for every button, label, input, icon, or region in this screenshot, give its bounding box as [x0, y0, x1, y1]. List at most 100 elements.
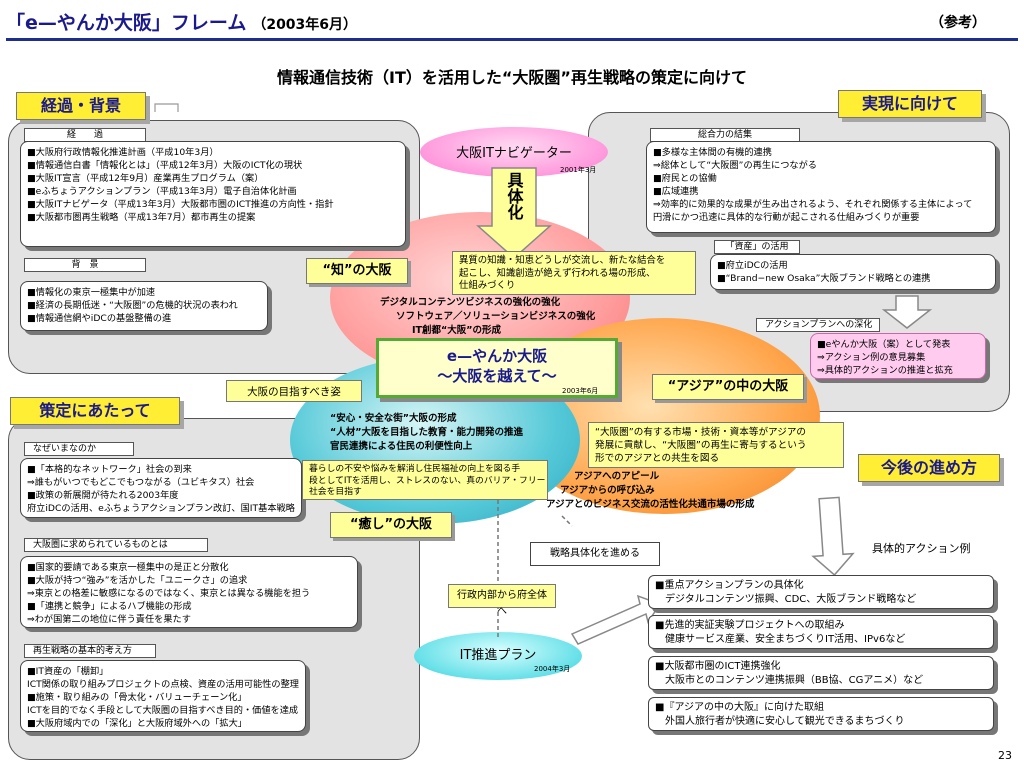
deepen-arrow [881, 295, 933, 329]
why-item: ■「本格的なネットワーク」社会の到来 [27, 464, 192, 475]
deepen-card: ■eやんか大阪（案）として発表 ⇒アクション例の意見募集 ⇒具体的アクションの推… [810, 333, 986, 379]
principles-card: ■IT資産の「棚卸」 ICT関係の取り組みプロジェクトの点検、資産の活用可能性の… [20, 660, 306, 732]
action-item: ■重点アクションプランの具体化 デジタルコンテンツ振興、CDC、大阪ブランド戦略… [648, 575, 994, 609]
asia-desc-line: 形でのアジアとの共生を図る [595, 453, 720, 464]
action-line1: ■先進的実証実験プロジェクトへの取組み [655, 620, 845, 631]
core-box: e—やんか大阪 ～大阪を越えて～ [376, 338, 618, 398]
knowledge-label: “知”の大阪 [306, 258, 408, 284]
synergy-item: 円滑にかつ迅速に具体的な行動が起こされる仕組みづくりが重要 [653, 212, 920, 223]
synergy-item: ⇒総体として“大阪圏”の再生につながる [653, 160, 817, 171]
healing-desc: 暮らしの不安や悩みを解消し住民福祉の向上を図る手 段としてITを活用し、ストレス… [302, 460, 548, 500]
synergy-item: ⇒効率的に効果的な成果が生み出されるよう、それぞれ関係する主体によって [653, 199, 973, 210]
core-date: 2003年6月 [562, 387, 599, 395]
healing-desc-line: 暮らしの不安や悩みを解消し住民福祉の向上を図る手 [309, 464, 521, 474]
itplan-title: IT推進プラン [459, 648, 537, 663]
page-subtitle: 情報通信技術（IT）を活用した“大阪圏”再生戦略の策定に向けて [277, 68, 747, 87]
embody-label: 具体化 [496, 172, 532, 224]
action-line1: ■大阪都市圏のICT連携強化 [655, 661, 781, 672]
action-line2: 健康サービス産業、安全まちづくりIT活用、IPv6など [665, 634, 906, 645]
history-item: ■大阪都市圏再生戦略（平成13年7月）都市再生の提案 [27, 212, 256, 223]
history-item: ■大阪IT宣言（平成12年9月）産業再生プログラム（案） [27, 173, 264, 184]
page-date: （2003年6月） [252, 17, 358, 33]
reference-label: （参考） [930, 15, 986, 31]
knowledge-point: ソフトウェア／ソリューションビジネスの強化 [396, 311, 596, 322]
action-line1: ■『アジアの中の大阪』に向けた取組 [655, 702, 825, 713]
history-item: ■eふちょうアクションプラン（平成13年3月）電子自治体化計画 [27, 186, 297, 197]
synergy-item: ■府民との協働 [653, 173, 717, 184]
action-line2: 外国人旅行者が快適に安心して観光できるまちづくり [665, 716, 905, 727]
tag-formulation: 策定にあたって [10, 397, 180, 425]
itplan-ellipse [414, 632, 582, 680]
why-item: 府立iDCの活用、eふちょうアクションプラン改訂、国IT基本戦略改訂 [27, 503, 295, 514]
tag-next-steps: 今後の進め方 [858, 454, 1000, 482]
dashed-connector-2 [561, 515, 573, 527]
page-number: 23 [998, 749, 1012, 762]
page-title: 「e—やんか大阪」フレーム（2003年6月） [6, 12, 358, 34]
deepen-item: ⇒アクション例の意見募集 [817, 352, 926, 363]
asset-item: ■“Brand−new Osaka”大阪ブランド戦略との連携 [717, 273, 931, 284]
demands-card: ■国家的要請である東京一極集中の是正と分散化 ■大阪が持つ“強み”を活かした「ユ… [20, 556, 358, 628]
synergy-label: 総合力の結集 [650, 128, 800, 142]
asset-item: ■府立iDCの活用 [717, 260, 788, 271]
why-now-card: ■「本格的なネットワーク」社会の到来 ⇒誰もがいつでもどこでもつながる（ユビキタ… [20, 458, 302, 518]
principle-item: ■施策・取り組みの「骨太化・バリューチェーン化」 [27, 692, 247, 703]
bottom-arrow [811, 496, 855, 576]
healing-point: 官民連携による住民の利便性向上 [330, 441, 473, 452]
why-item: ⇒誰もがいつでもどこでもつながる（ユビキタス）社会 [27, 477, 255, 488]
background-label: 背 景 [24, 258, 146, 272]
demand-item: ■「連携と競争」によるハブ機能の形成 [27, 601, 192, 612]
background-item: ■情報化の東京一極集中が加速 [27, 287, 156, 298]
itplan-date: 2004年3月 [534, 665, 571, 673]
history-item: ■情報通信白書「情報化とは」（平成12年3月）大阪のICT化の現状 [27, 160, 303, 171]
strategy-box: 戦略具体化を進める [530, 542, 660, 566]
principle-item: ICTを目的でなく手段として大阪圏の目指すべき目的・価値を達成 [27, 705, 299, 716]
itplan-arrow [570, 594, 662, 645]
assets-card: ■府立iDCの活用 ■“Brand−new Osaka”大阪ブランド戦略との連携 [710, 254, 996, 290]
synergy-item: ■広域連携 [653, 186, 699, 197]
navigator-date: 2001年3月 [560, 166, 597, 174]
healing-desc-line: 段としてITを活用し、ストレスのない、真のバリア・フリー [309, 475, 546, 486]
history-item: ■大阪府行政情報化推進計画（平成10年3月） [27, 147, 219, 158]
history-label: 経 過 [24, 128, 146, 142]
action-line2: デジタルコンテンツ振興、CDC、大阪ブランド戦略など [665, 594, 917, 605]
synergy-card: ■多様な主体間の有機的連携 ⇒総体として“大阪圏”の再生につながる ■府民との協… [646, 141, 996, 233]
action-line2: 大阪市とのコンテンツ連携振興（BB協、CGアニメ）など [665, 675, 924, 686]
history-card: ■大阪府行政情報化推進計画（平成10年3月） ■情報通信白書「情報化とは」（平成… [20, 141, 406, 247]
knowledge-desc-line: 異質の知識・知恵どうしが交流し、新たな結合を [459, 255, 666, 266]
asia-desc: “大阪圏”の有する市場・技術・資本等がアジアの 発展に貢献し、“大阪圏”の再生に… [588, 422, 844, 468]
deepen-item: ■eやんか大阪（案）として発表 [817, 339, 951, 350]
why-now-label: なぜいまなのか [24, 442, 134, 456]
principle-item: ■大阪府域内での「深化」と大阪府域外への「拡大」 [27, 718, 247, 729]
embody-arrow [476, 167, 552, 260]
principles-label: 再生戦略の基本的考え方 [24, 644, 156, 658]
tag-realization: 実現に向けて [838, 90, 982, 118]
asia-label: “アジア”の中の大阪 [652, 374, 804, 400]
asia-desc-line: 発展に貢献し、“大阪圏”の再生に寄与するという [595, 440, 807, 451]
deepen-label: アクションプランへの深化 [756, 318, 880, 332]
goal-label: 大阪の目指すべき姿 [226, 380, 362, 402]
asia-desc-line: “大阪圏”の有する市場・技術・資本等がアジアの [595, 427, 807, 438]
healing-point: “人材”大阪を目指した教育・能力開発の推進 [330, 427, 523, 438]
healing-desc-line: 社会を目指す [309, 487, 362, 497]
knowledge-point: IT創都“大阪”の形成 [412, 325, 502, 336]
header-divider [6, 38, 1018, 41]
background-card: ■情報化の東京一極集中が加速 ■経済の長期低迷・“大阪圏”の危機的状況の表われ … [20, 281, 268, 331]
demands-label: 大阪圏に求められているものとは [24, 538, 208, 552]
knowledge-desc-line: 仕組みづくり [459, 280, 516, 291]
background-item: ■情報通信網やiDCの基盤整備の進 [27, 313, 172, 324]
asia-point: アジアからの呼び込み [560, 485, 655, 496]
background-item: ■経済の長期低迷・“大阪圏”の危機的状況の表われ [27, 300, 238, 311]
why-item: ■政策の新展開が待たれる2003年度 [27, 490, 179, 501]
knowledge-desc-line: 起こし、知識創造が絶えず行われる場の形成、 [459, 267, 656, 279]
action-line1: ■重点アクションプランの具体化 [655, 580, 804, 591]
healing-label: “癒し”の大阪 [330, 512, 452, 538]
gov-box: 行政内部から府全体へ [448, 584, 556, 617]
deepen-item: ⇒具体的アクションの推進と拡充 [817, 365, 953, 376]
knowledge-desc: 異質の知識・知恵どうしが交流し、新たな結合を 起こし、知識創造が絶えず行われる場… [452, 251, 696, 295]
demand-item: ⇒東京との格差に敏感になるのではなく、東京とは異なる機能を担う [27, 588, 311, 599]
demand-item: ■国家的要請である東京一極集中の是正と分散化 [27, 562, 229, 573]
action-item: ■大阪都市圏のICT連携強化 大阪市とのコンテンツ連携振興（BB協、CGアニメ）… [648, 656, 994, 690]
principle-item: ■IT資産の「棚卸」 [27, 666, 109, 677]
knowledge-point: デジタルコンテンツビジネスの強化の強化 [380, 297, 561, 308]
demand-item: ⇒わが国第二の地位に伴う責任を果たす [27, 614, 191, 625]
